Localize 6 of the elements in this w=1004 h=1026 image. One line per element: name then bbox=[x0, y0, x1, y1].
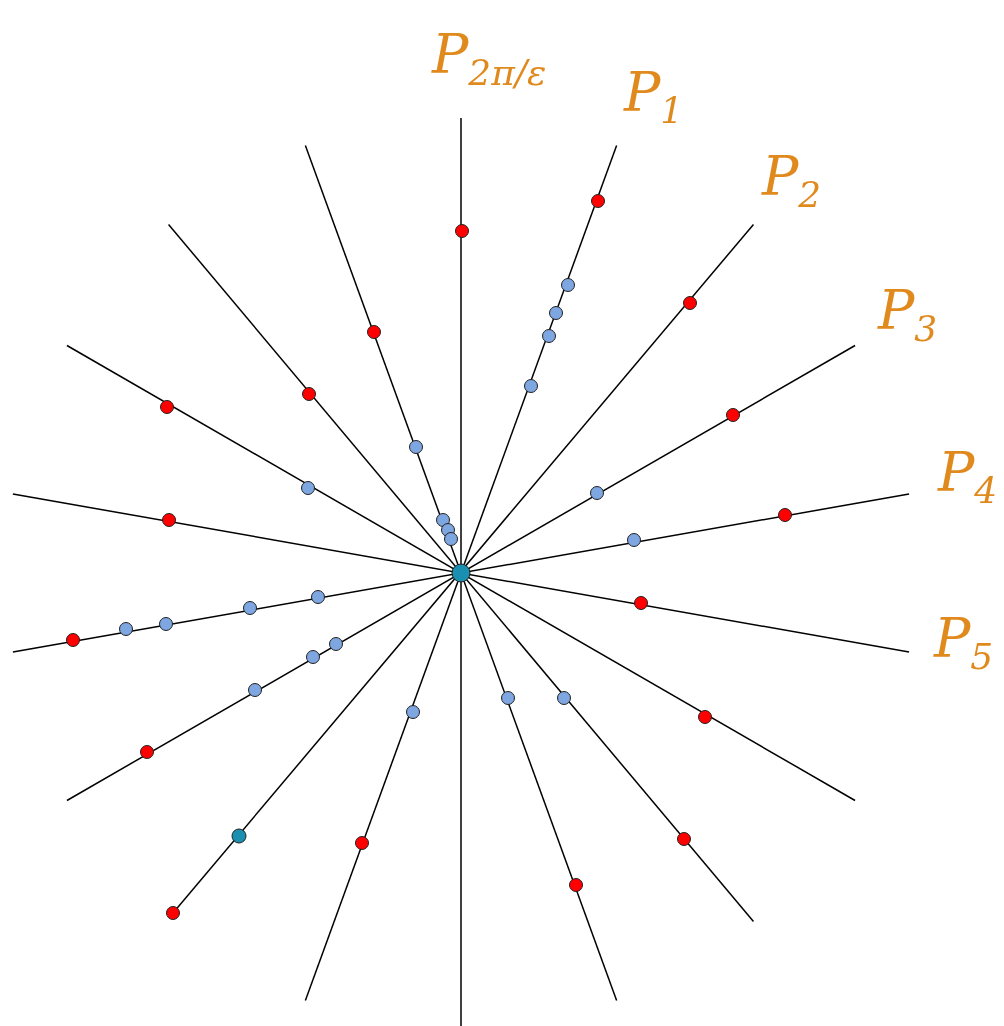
point-label: P$_{5}$ bbox=[934, 612, 994, 675]
point-label: P$_{4}$ bbox=[938, 446, 998, 509]
point-label: P$_{3}$ bbox=[878, 284, 938, 347]
point-label: P$_{2}$ bbox=[762, 150, 822, 213]
point-label: P$_{2π/ε}$ bbox=[432, 28, 547, 91]
point-label: P$_{1}$ bbox=[624, 66, 684, 129]
